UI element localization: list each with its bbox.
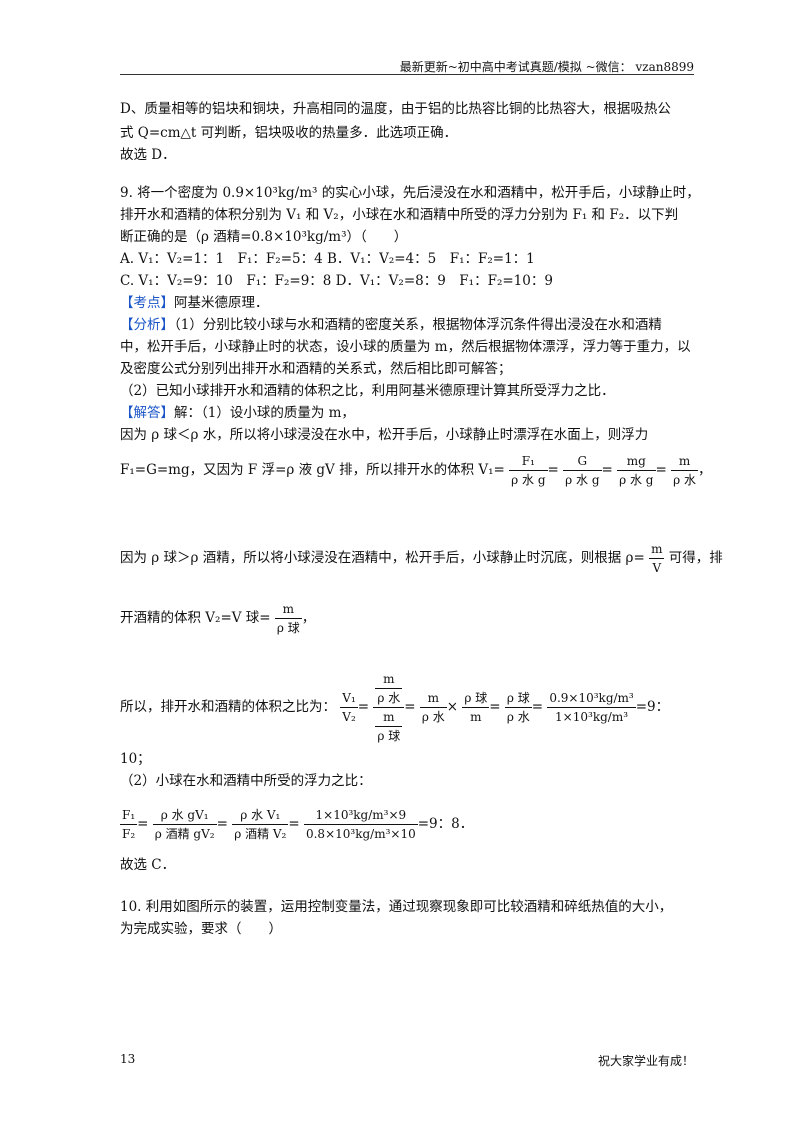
question-10-line: 10. 利用如图所示的装置，运用控制变量法，通过现察现象即可比较酒精和碎纸热值的… — [120, 899, 673, 915]
question-9-line: 9. 将一个密度为 0.9×10³kg/m³ 的实心小球，先后浸没在水和酒精中，… — [120, 185, 700, 201]
option-line: C. V₁：V₂=9：10 F₁：F₂=9：8 D．V₁：V₂=8：9 F₁：F… — [120, 273, 553, 289]
text-line: 中，松开手后，小球静止时的状态，设小球的质量为 m，然后根据物体漂浮，浮力等于重… — [120, 339, 691, 355]
text-line: 式 Q=cm△t 可判断，铝块吸收的热量多．此选项正确． — [120, 125, 458, 141]
text-line: 因为 ρ 球＜ρ 水，所以将小球浸没在水中，松开手后，小球静止时漂浮在水面上，则… — [120, 427, 649, 443]
question-10-line: 为完成实验，要求（ ） — [120, 921, 282, 937]
question-9-line: 断正确的是（ρ 酒精=0.8×10³kg/m³）（ ） — [120, 229, 408, 245]
page-header: 最新更新~初中高中考试真题/模拟 ~微信： vzan8899 — [399, 60, 694, 74]
text-line: D、质量相等的铝块和铜块，升高相同的温度，由于铝的比热容比铜的比热容大，根据吸热… — [120, 101, 671, 117]
text-line: （2）小球在水和酒精中所受的浮力之比： — [120, 773, 372, 789]
kaodian-line: 【考点】阿基米德原理． — [120, 295, 269, 311]
jieda-tag: 【解答】 — [120, 405, 174, 421]
text-line: 及密度公式分别列出排开水和酒精的关系式，然后相比即可解答； — [120, 361, 512, 377]
formula-line-v1: F₁=G=mg，又因为 F 浮=ρ 液 gV 排，所以排开水的体积 V₁= F₁… — [120, 454, 712, 487]
option-line: A. V₁：V₂=1：1 F₁：F₂=5：4 B．V₁：V₂=4：5 F₁：F₂… — [120, 251, 535, 267]
text-line: 10； — [120, 751, 151, 767]
text-line: 故选 C． — [120, 857, 176, 873]
fenxi-line: 【分析】（1）分别比较小球与水和酒精的密度关系，根据物体浮沉条件得出浸没在水和酒… — [120, 317, 662, 333]
jieda-line: 【解答】解：（1）设小球的质量为 m， — [120, 405, 355, 421]
footer-slogan: 祝大家学业有成！ — [597, 1054, 694, 1068]
text-line: 因为 ρ 球＞ρ 酒精，所以将小球浸没在酒精中，松开手后，小球静止时沉底，则根据… — [120, 542, 723, 575]
kaodian-tag: 【考点】 — [120, 295, 174, 311]
header-rule — [120, 74, 694, 75]
page-number: 13 — [120, 1052, 136, 1066]
text-line: （2）已知小球排开水和酒精的体积之比，利用阿基米德原理计算其所受浮力之比． — [120, 383, 615, 399]
fenxi-tag: 【分析】 — [120, 317, 174, 333]
question-9-line: 排开水和酒精的体积分别为 V₁ 和 V₂，小球在水和酒精中所受的浮力分别为 F₁… — [120, 207, 679, 223]
text-line: 故选 D． — [120, 147, 176, 163]
